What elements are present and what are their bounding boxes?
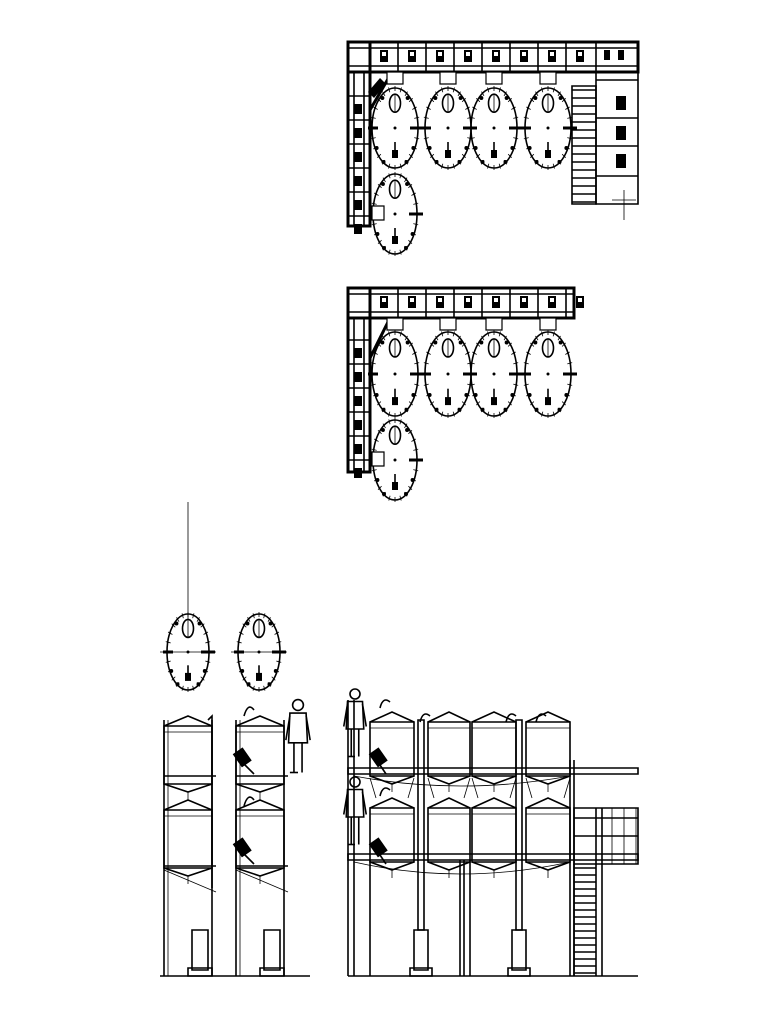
human-figure-icon: [344, 689, 367, 757]
machine-unit: [512, 930, 526, 970]
tank-elevation: [526, 798, 570, 878]
human-figure-icon: [344, 777, 367, 845]
hopper-connector: [387, 72, 403, 84]
hopper-connector: [540, 318, 556, 330]
plan-view-upper: [348, 42, 638, 256]
machine-unit: [264, 930, 280, 970]
tank-plan: [521, 330, 577, 418]
tank-plan: [467, 86, 523, 170]
walkway-grate: [354, 224, 362, 234]
machine-unit: [192, 930, 208, 970]
tank-elevation: [236, 716, 284, 800]
machine-unit: [414, 930, 428, 970]
tank-elevation: [370, 712, 414, 792]
front-elevation-view: [344, 689, 638, 976]
walkway-grate: [354, 372, 362, 382]
tank-plan: [467, 330, 523, 418]
plan-view-lower: [348, 288, 584, 502]
walkway-grate: [354, 420, 362, 430]
hopper-connector: [486, 318, 502, 330]
tank-elevation: [428, 798, 470, 878]
walkway-grate: [354, 396, 362, 406]
tank-plan: [521, 86, 577, 170]
motor-icon: [368, 747, 388, 768]
valve-box: [372, 206, 384, 220]
walkway-grate: [354, 348, 362, 358]
hopper-connector: [387, 318, 403, 330]
human-figure-icon: [286, 700, 310, 773]
hopper-connector: [486, 72, 502, 84]
walkway-grate: [354, 128, 362, 138]
hopper-connector: [540, 72, 556, 84]
tank-elevation: [370, 798, 414, 878]
tank-elevation: [236, 800, 284, 884]
tank-plan: [368, 330, 424, 418]
tank-plan: [368, 86, 424, 170]
walkway-grate: [354, 104, 362, 114]
side-elevation-view: [160, 502, 310, 976]
hopper-connector: [440, 72, 456, 84]
motor-icon: [368, 837, 388, 858]
walkway-grate: [354, 176, 362, 186]
tank-plan: [369, 418, 423, 502]
walkway-grate: [354, 468, 362, 478]
walkway-grate: [354, 200, 362, 210]
tank-elevation: [164, 716, 212, 800]
human-figure-icon: [286, 700, 310, 773]
motor-icon: [232, 837, 252, 858]
valve-box: [372, 452, 384, 466]
walkway-grate: [354, 444, 362, 454]
tank-plan: [369, 172, 423, 256]
tank-elevation: [428, 712, 470, 792]
motor-icon: [232, 747, 252, 768]
hopper-connector: [440, 318, 456, 330]
walkway-grate: [354, 152, 362, 162]
tank-elevation: [526, 712, 570, 792]
